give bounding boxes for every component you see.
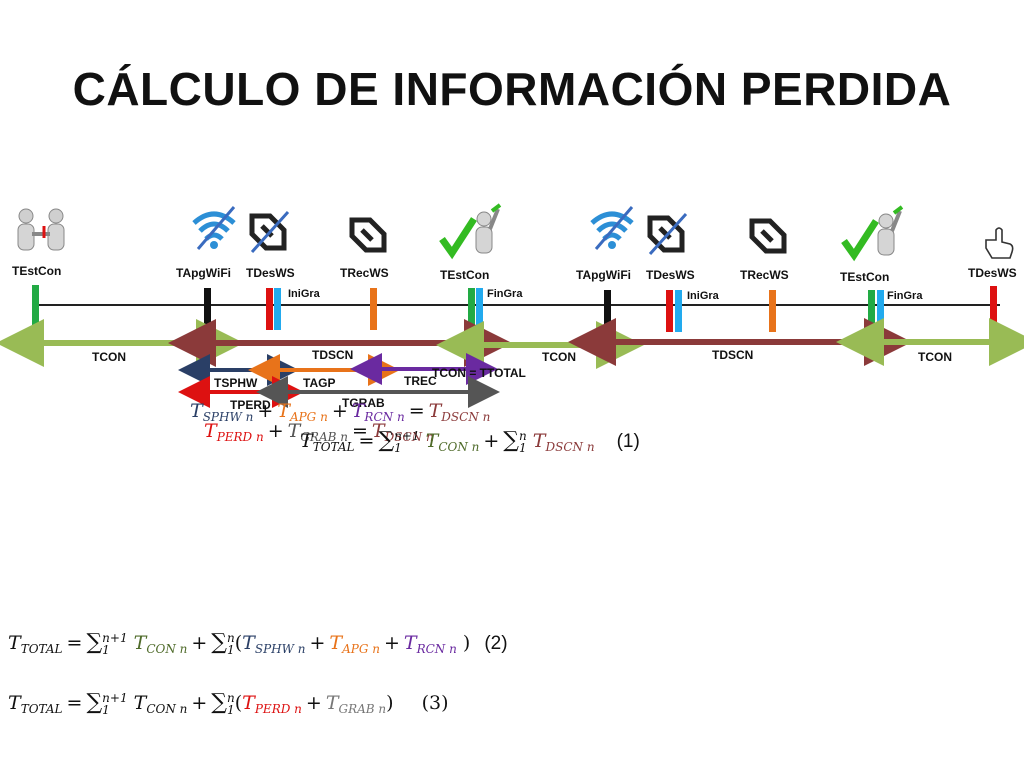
marker-inigra-2 (675, 290, 682, 332)
equation-dscn-sum: TSPHW n+TAPG n+TRCN n=TDSCN n (190, 400, 491, 424)
websocket-icon (749, 218, 787, 254)
label-tcon-1: TCON (92, 350, 126, 364)
equation-2-number: (2) (484, 633, 508, 654)
label-testcon-1: TEstCon (12, 264, 62, 278)
marker-trecws-1 (370, 288, 377, 330)
websocket-icon (349, 217, 387, 253)
label-tperd: TPERD (230, 398, 271, 412)
hand-pointer-icon (985, 227, 1014, 259)
marker-testcon-2 (468, 288, 475, 330)
marker-tapgwifi-2 (604, 290, 611, 332)
marker-trecws-2 (769, 290, 776, 332)
label-tdesws-3: TDesWS (968, 266, 1017, 280)
wifi-off-icon (192, 206, 236, 250)
label-inigra-2: IniGra (687, 290, 719, 302)
label-trecws-1: TRecWS (340, 266, 389, 280)
marker-tdesws-1 (266, 288, 273, 330)
label-tcon-ttotal: TCON = TTOTAL (432, 366, 526, 380)
page-title: CÁLCULO DE INFORMACIÓN PERDIDA (72, 63, 952, 115)
marker-testcon-1 (32, 285, 39, 327)
label-tsphw: TSPHW (214, 376, 258, 390)
marker-testcon-3 (868, 290, 875, 332)
label-tdscn-1: TDSCN (312, 348, 354, 362)
websocket-off-icon (647, 212, 688, 256)
label-tapgwifi-2: TApgWiFi (576, 268, 631, 282)
marker-inigra-1 (274, 288, 281, 330)
label-tagp: TAGP (303, 376, 336, 390)
marker-tdesws-2 (666, 290, 673, 332)
label-testcon-2: TEstCon (440, 268, 490, 282)
marker-tapgwifi-1 (204, 288, 211, 330)
success-check-icon (841, 205, 904, 262)
wifi-off-icon (590, 206, 634, 250)
label-testcon-3: TEstCon (840, 270, 890, 284)
marker-tdesws-3 (990, 286, 997, 328)
marker-fingra-1 (476, 288, 483, 330)
label-fingra-1: FinGra (487, 288, 523, 300)
label-tcon-3: TCON (918, 350, 952, 364)
label-trecws-2: TRecWS (740, 268, 789, 282)
equation-3-number: (3) (421, 692, 449, 714)
success-check-icon (439, 203, 502, 260)
label-tdesws-2: TDesWS (646, 268, 695, 282)
label-trec: TREC (404, 374, 437, 388)
label-tdscn-2: TDSCN (712, 348, 754, 362)
label-fingra-2: FinGra (887, 290, 923, 302)
label-tcon-2: TCON (542, 350, 576, 364)
handshake-icon (17, 208, 65, 251)
label-inigra-1: IniGra (288, 288, 320, 300)
label-tdesws-1: TDesWS (246, 266, 295, 280)
label-tgrab: TGRAB (342, 396, 385, 410)
websocket-off-icon (249, 210, 290, 254)
equation-1-number: (1) (616, 431, 640, 452)
marker-fingra-2 (877, 290, 884, 332)
equation-perd-grab: TPERD n+TGRAB n=TDSCN n (204, 420, 434, 444)
label-tapgwifi-1: TApgWiFi (176, 266, 231, 280)
